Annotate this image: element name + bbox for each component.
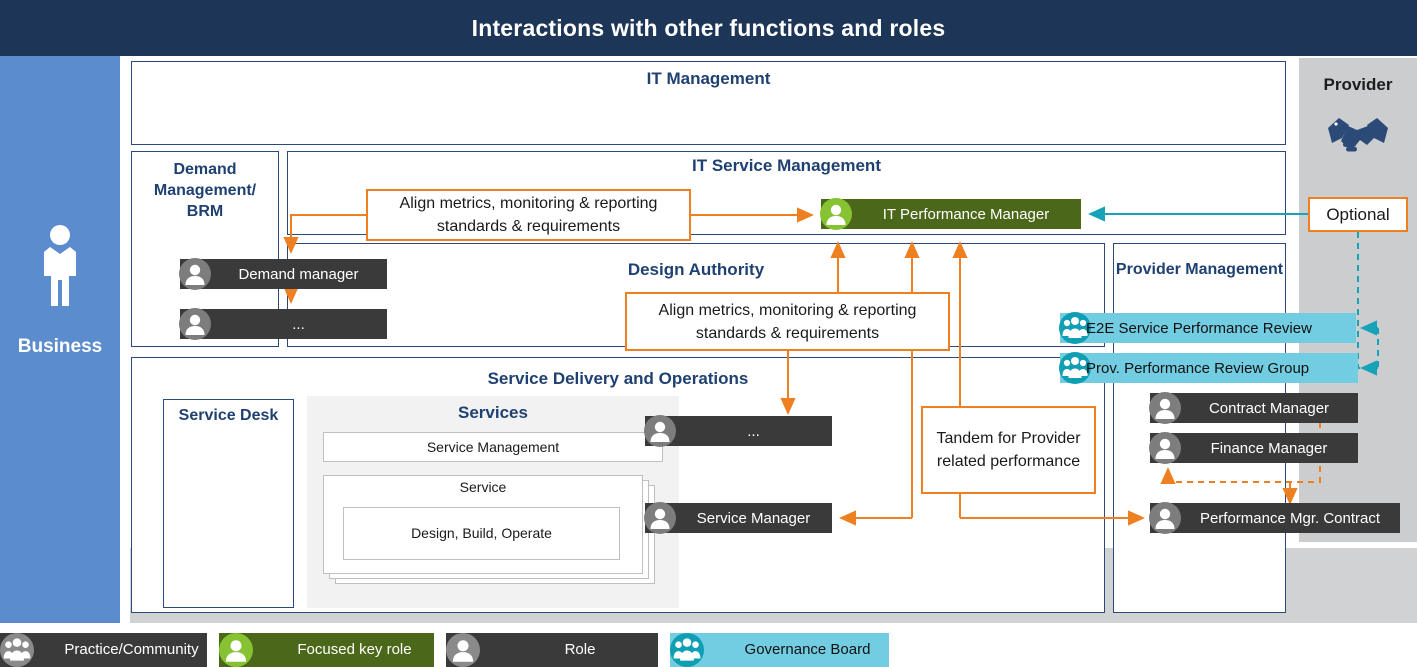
governance-bar bbox=[1060, 353, 1358, 383]
service-card-label: Service bbox=[459, 479, 507, 495]
role-bar bbox=[1150, 433, 1358, 463]
callout-tandem: Tandem for Provider related performance bbox=[921, 406, 1096, 494]
legend-label: Governance Board bbox=[744, 641, 871, 658]
governance-label: Prov. Performance Review Group bbox=[1086, 359, 1310, 377]
legend-label: Focused key role bbox=[297, 641, 412, 658]
person-icon bbox=[1149, 502, 1181, 534]
governance-label: E2E Service Performance Review bbox=[1086, 319, 1312, 337]
role-label: Demand manager bbox=[238, 265, 359, 283]
panel-demand-management-title: Demand Management/ BRM bbox=[153, 161, 257, 220]
legend-item-practice-community: Practice/Community bbox=[0, 633, 207, 667]
role-demand-manager[interactable]: Demand manager bbox=[179, 258, 387, 290]
page-header: Interactions with other functions and ro… bbox=[0, 0, 1417, 56]
panel-it-management bbox=[131, 61, 1286, 145]
group-icon bbox=[1059, 352, 1091, 384]
group-icon bbox=[670, 633, 704, 667]
legend-bar bbox=[0, 633, 207, 667]
panel-it-management-title: IT Management bbox=[646, 69, 771, 88]
legend-item-role: Role bbox=[446, 633, 658, 667]
governance-bar bbox=[1060, 313, 1356, 343]
role-performance-mgr-contract[interactable]: Performance Mgr. Contract bbox=[1149, 502, 1400, 534]
person-icon bbox=[179, 308, 211, 340]
panel-provider-management bbox=[1113, 243, 1286, 613]
services-title: Services bbox=[458, 403, 528, 422]
legend-bar bbox=[219, 633, 434, 667]
role-label: ... bbox=[292, 315, 305, 333]
role-label: Service Manager bbox=[696, 509, 811, 527]
handshake-icon bbox=[1328, 118, 1388, 152]
role-bar bbox=[645, 416, 832, 446]
legend-label: Practice/Community bbox=[64, 641, 199, 658]
legend-item-governance-board: Governance Board bbox=[670, 633, 889, 667]
group-icon bbox=[0, 633, 34, 667]
role-service-manager[interactable]: Service Manager bbox=[644, 502, 832, 534]
panel-it-service-management-title: IT Service Management bbox=[692, 156, 881, 175]
role-bar bbox=[821, 199, 1081, 229]
role-bar bbox=[1150, 393, 1358, 423]
business-rail bbox=[0, 56, 120, 623]
role-demand-more[interactable]: ... bbox=[179, 308, 387, 340]
person-icon bbox=[179, 258, 211, 290]
role-label: ... bbox=[747, 422, 760, 440]
person-icon bbox=[44, 225, 76, 306]
role-contract-manager[interactable]: Contract Manager bbox=[1149, 392, 1358, 424]
panel-design-authority-title: Design Authority bbox=[627, 260, 765, 279]
governance-e2e-service-performance-review[interactable]: E2E Service Performance Review bbox=[1059, 312, 1356, 344]
callout-align-metrics-1: Align metrics, monitoring & reporting st… bbox=[366, 189, 691, 241]
role-bar bbox=[180, 309, 387, 339]
role-sdo-more[interactable]: ... bbox=[644, 415, 832, 447]
person-icon bbox=[820, 198, 852, 230]
person-icon bbox=[644, 415, 676, 447]
role-bar bbox=[180, 259, 387, 289]
callout-optional: Optional bbox=[1308, 197, 1408, 232]
group-icon bbox=[1059, 312, 1091, 344]
role-label: Contract Manager bbox=[1208, 399, 1330, 417]
provider-title: Provider bbox=[1323, 75, 1393, 94]
panel-service-desk-title: Service Desk bbox=[178, 407, 279, 424]
legend-bar bbox=[446, 633, 658, 667]
role-it-performance-manager[interactable]: IT Performance Manager bbox=[820, 198, 1081, 230]
legend-label: Role bbox=[564, 641, 596, 658]
design-build-operate-box: Design, Build, Operate bbox=[343, 507, 620, 560]
panel-service-desk bbox=[163, 399, 294, 608]
role-label: IT Performance Manager bbox=[882, 205, 1050, 223]
legend-item-focused-key-role: Focused key role bbox=[219, 633, 434, 667]
role-finance-manager[interactable]: Finance Manager bbox=[1149, 432, 1358, 464]
business-label: Business bbox=[17, 336, 103, 357]
person-icon bbox=[219, 633, 253, 667]
legend-bar bbox=[670, 633, 889, 667]
role-bar bbox=[645, 503, 832, 533]
panel-provider-management-title: Provider Management bbox=[1115, 261, 1284, 278]
callout-align-metrics-2: Align metrics, monitoring & reporting st… bbox=[625, 292, 950, 351]
page-title: Interactions with other functions and ro… bbox=[471, 15, 946, 41]
legend: Practice/Community Focused key role Role bbox=[0, 633, 1417, 667]
role-label: Performance Mgr. Contract bbox=[1199, 509, 1381, 527]
panel-service-delivery-operations-title: Service Delivery and Operations bbox=[487, 369, 749, 388]
service-management-box: Service Management bbox=[323, 432, 663, 462]
role-label: Finance Manager bbox=[1210, 439, 1328, 457]
role-bar bbox=[1150, 503, 1400, 533]
governance-prov-performance-review-group[interactable]: Prov. Performance Review Group bbox=[1059, 352, 1358, 384]
person-icon bbox=[446, 633, 480, 667]
person-icon bbox=[644, 502, 676, 534]
